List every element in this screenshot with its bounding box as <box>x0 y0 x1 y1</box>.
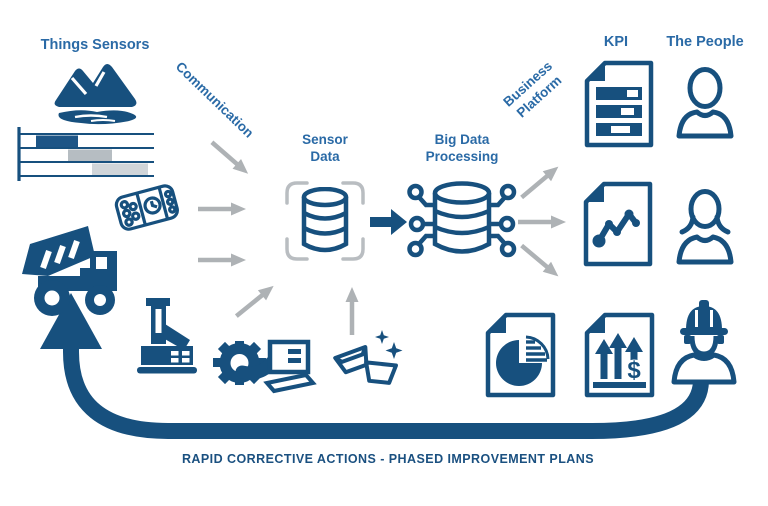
bigdata-out-arrow-down <box>516 240 563 283</box>
sensor-data-label: Sensor Data <box>283 132 367 166</box>
kpi-pie-chart-report-icon <box>479 311 561 399</box>
sensor-data-frame <box>281 177 369 265</box>
sensor-flow-arrow-1 <box>197 202 247 216</box>
sensor-database-icon <box>301 187 349 255</box>
gold-flow-arrow <box>345 286 359 336</box>
communication-flow-arrow <box>207 136 254 179</box>
kpi-bar-chart-report-icon <box>578 58 660 150</box>
excavator-gear-icon <box>212 330 318 396</box>
the-people-column-label: The People <box>666 34 744 50</box>
big-data-label-line1: Big Data <box>434 132 490 147</box>
big-data-processing-label: Big Data Processing <box>400 132 524 166</box>
drill-rig-icon <box>131 296 199 374</box>
gantt-schedule-icon <box>14 126 156 182</box>
dump-truck-icon <box>18 218 130 320</box>
woman-user-icon <box>672 184 738 268</box>
sensor-data-label-line1: Sensor <box>302 132 348 147</box>
kpi-column-label: KPI <box>603 34 629 50</box>
big-data-label-line2: Processing <box>425 148 499 164</box>
dollar-symbol: $ <box>627 357 641 384</box>
gear-flow-arrow <box>231 280 279 322</box>
things-sensors-label: Things Sensors <box>40 37 150 53</box>
big-data-database-icon <box>407 178 517 272</box>
kpi-trend-chart-report-icon <box>578 179 658 269</box>
mountain-ore-pile-icon <box>45 57 145 129</box>
sensor-flow-arrow-2 <box>197 253 247 267</box>
field-worker-hardhat-icon <box>666 294 742 390</box>
dynamite-charge-icon <box>111 181 183 235</box>
feedback-caption: RAPID CORRECTIVE ACTIONS - PHASED IMPROV… <box>181 452 595 466</box>
bigdata-out-arrow-up <box>516 161 563 204</box>
sensor-to-bigdata-arrow <box>370 206 408 238</box>
gold-bars-icon <box>325 328 403 392</box>
man-user-icon <box>674 64 736 142</box>
bigdata-out-arrow-mid <box>517 215 567 229</box>
sensor-data-label-line2: Data <box>310 148 340 164</box>
kpi-profit-growth-report-icon: $ <box>578 311 660 399</box>
